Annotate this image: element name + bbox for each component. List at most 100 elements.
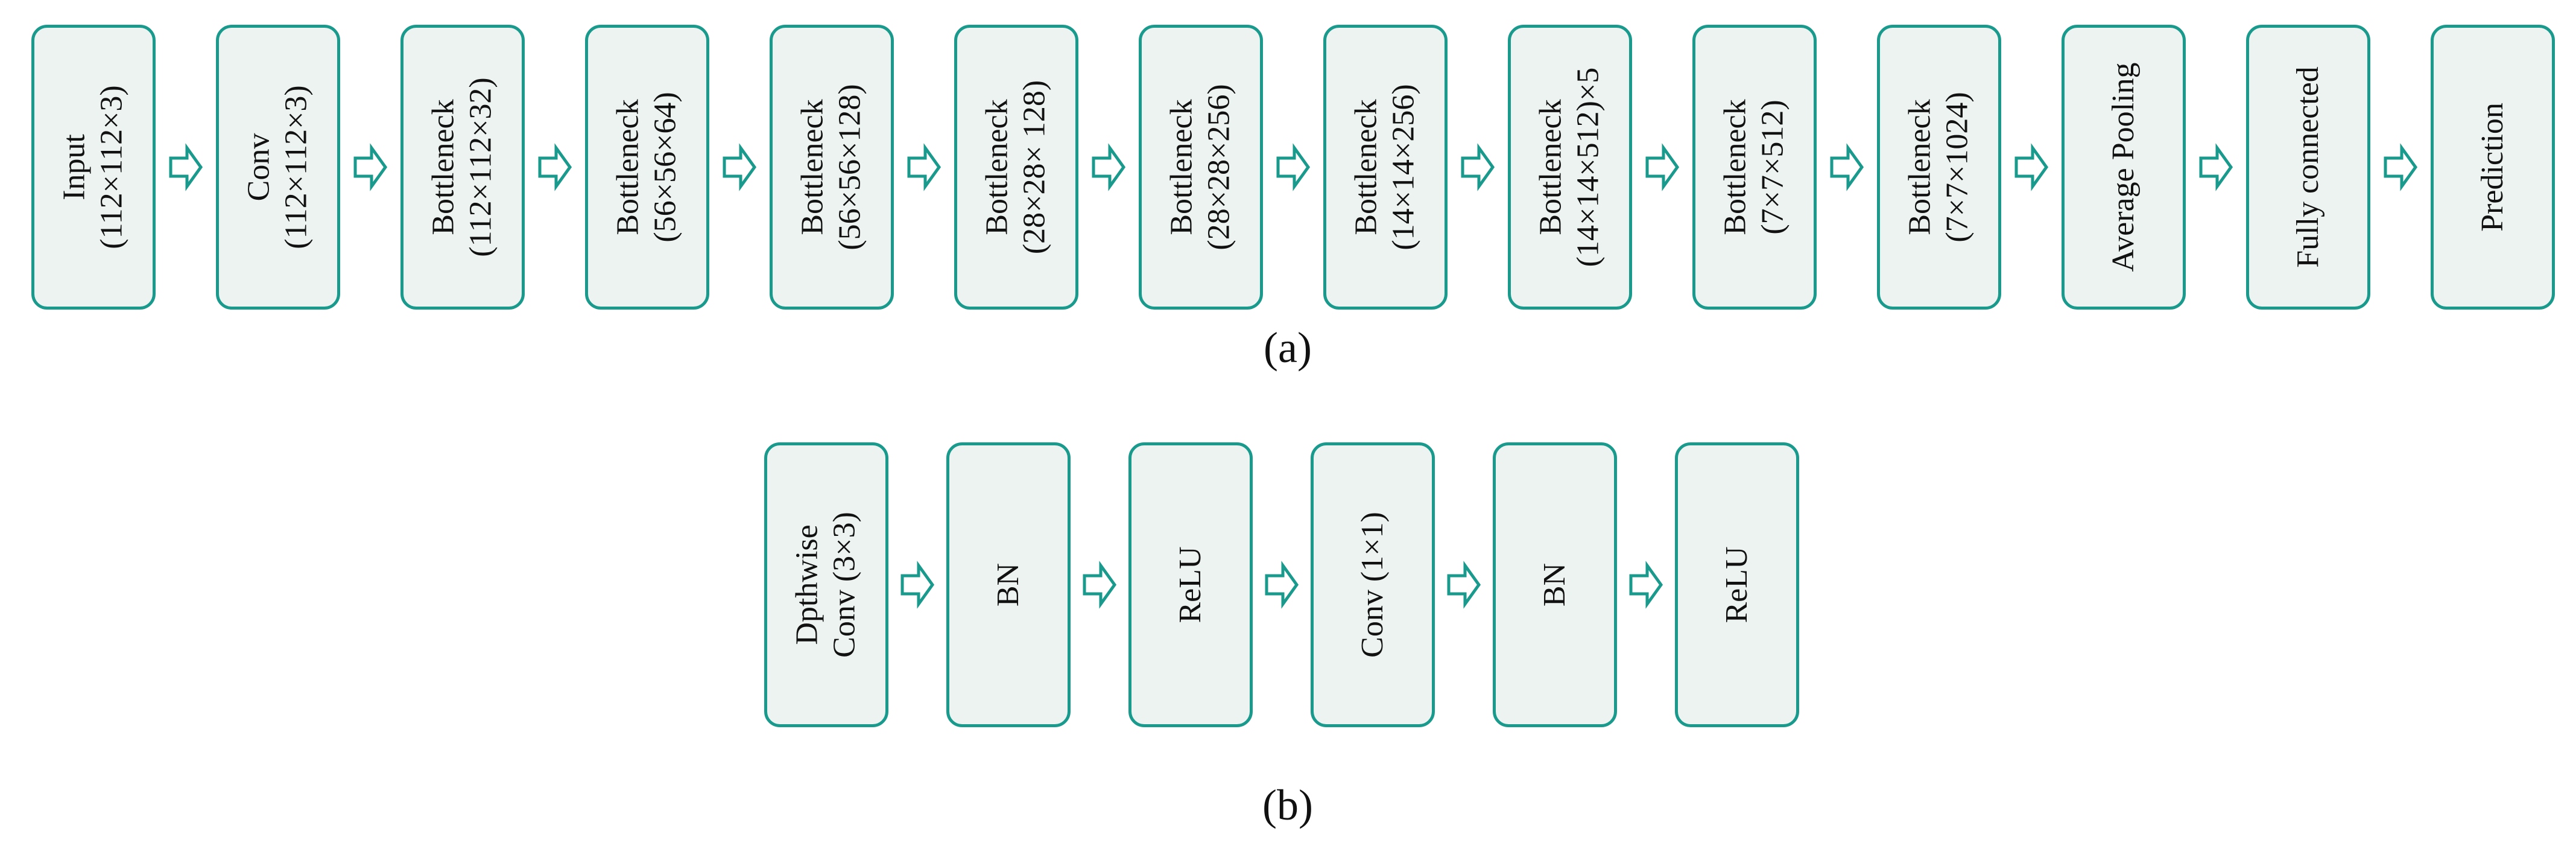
block-label: ReLU [1172, 546, 1209, 623]
panel_b-arrow-2 [1071, 561, 1128, 609]
panel_a-arrow-2 [340, 143, 400, 191]
panel-a-block: Bottleneck(56×56×128) [770, 25, 894, 310]
panel_b-arrow-1 [888, 561, 946, 609]
panel-b-block: Conv (1×1) [1311, 442, 1435, 727]
block-label-line2: (14×14×256) [1387, 84, 1421, 250]
panel-a-block: Bottleneck(14×14×512)×5 [1508, 25, 1632, 310]
panel-b-block: BN [1493, 442, 1617, 727]
block-label-line1: Bottleneck [1164, 99, 1199, 235]
block-label: BN [990, 563, 1027, 607]
block-label-line1: Input [57, 134, 92, 200]
block-label-line1: Bottleneck [610, 99, 645, 235]
block-label: Bottleneck(28×28×256) [1163, 84, 1239, 250]
panel-b-block: ReLU [1128, 442, 1253, 727]
panel_a-arrow-10 [1817, 143, 1877, 191]
block-label-line1: Bottleneck [426, 99, 461, 235]
panel_a-arrow-3 [525, 143, 585, 191]
block-label-line1: Bottleneck [979, 99, 1014, 235]
right-arrow-icon [538, 143, 572, 191]
block-label-line2: (7×7×1024) [1940, 92, 1975, 243]
block-label: Bottleneck(28×28× 128) [979, 80, 1054, 254]
block-label-line1: ReLU [1719, 546, 1754, 623]
block-label-line1: Bottleneck [795, 99, 830, 235]
block-label-line1: Fully connected [2290, 66, 2325, 268]
block-label-line2: Conv (3×3) [828, 512, 862, 658]
panel-a-block: Bottleneck(14×14×256) [1323, 25, 1448, 310]
panel_a-arrow-11 [2001, 143, 2062, 191]
panel-b-block: ReLU [1675, 442, 1799, 727]
block-label-line2: (28×28×256) [1202, 84, 1236, 250]
block-label-line1: ReLU [1172, 546, 1207, 623]
panel-a-block: Bottleneck(56×56×64) [585, 25, 709, 310]
panel-a-block: Bottleneck(112×112×32) [400, 25, 525, 310]
block-label: Fully connected [2290, 66, 2327, 268]
right-arrow-icon [2014, 143, 2049, 191]
block-label-line1: Bottleneck [1718, 99, 1753, 235]
right-arrow-icon [900, 561, 935, 609]
right-arrow-icon [723, 143, 757, 191]
panel-a-block: Prediction [2431, 25, 2555, 310]
block-label: Prediction [2474, 103, 2511, 232]
right-arrow-icon [907, 143, 941, 191]
block-label-line1: BN [990, 562, 1025, 607]
block-label: Bottleneck(56×56×128) [794, 84, 870, 250]
block-label-line1: Dpthwise [790, 524, 824, 645]
right-arrow-icon [2199, 143, 2233, 191]
block-label: Conv(112×112×3) [241, 85, 316, 249]
block-label-line1: Conv (1×1) [1355, 512, 1390, 658]
block-label-line2: (112×112×3) [279, 85, 314, 249]
right-arrow-icon [1083, 561, 1117, 609]
panel_b-arrow-5 [1617, 561, 1675, 609]
right-arrow-icon [1629, 561, 1663, 609]
right-arrow-icon [353, 143, 388, 191]
panel-a-block: Conv(112×112×3) [216, 25, 340, 310]
panel_a-arrow-12 [2186, 143, 2246, 191]
block-label: Input(112×112×3) [56, 85, 131, 249]
panel-a-block: Fully connected [2246, 25, 2370, 310]
block-label-line1: Bottleneck [1533, 99, 1568, 235]
block-label: Bottleneck(14×14×512)×5 [1533, 68, 1608, 267]
panel_a-arrow-7 [1263, 143, 1323, 191]
block-label-line2: (28×28× 128) [1017, 80, 1052, 255]
panel-a-block: Input(112×112×3) [31, 25, 156, 310]
panel-a-caption: (a) [1264, 323, 1312, 372]
panel-a-block: Bottleneck(7×7×512) [1692, 25, 1817, 310]
block-label: Bottleneck(56×56×64) [610, 92, 685, 242]
block-label-line2: (56×56×64) [648, 92, 683, 243]
panel-a-block: Bottleneck(28×28× 128) [954, 25, 1078, 310]
block-label-line1: Bottleneck [1349, 99, 1384, 235]
panel_a-arrow-13 [2370, 143, 2431, 191]
panel-a-pipeline: Input(112×112×3)Conv(112×112×3)Bottlenec… [31, 23, 2555, 311]
block-label: Average Pooling [2105, 62, 2142, 272]
block-label: Bottleneck(7×7×512) [1717, 99, 1793, 235]
right-arrow-icon [169, 143, 203, 191]
panel-a-block: Average Pooling [2062, 25, 2186, 310]
right-arrow-icon [1645, 143, 1680, 191]
panel-a-block: Bottleneck(28×28×256) [1139, 25, 1263, 310]
panel-a-block: Bottleneck(7×7×1024) [1877, 25, 2001, 310]
block-label: Bottleneck(112×112×32) [425, 77, 501, 256]
block-label-line1: Average Pooling [2106, 62, 2141, 272]
right-arrow-icon [1276, 143, 1311, 191]
right-arrow-icon [1461, 143, 1495, 191]
panel_a-arrow-6 [1078, 143, 1139, 191]
block-label-line1: Conv [241, 133, 276, 202]
block-label-line1: Prediction [2475, 103, 2510, 232]
panel_a-arrow-4 [709, 143, 770, 191]
block-label-line2: (112×112×32) [464, 77, 498, 257]
panel_a-arrow-9 [1632, 143, 1692, 191]
right-arrow-icon [1447, 561, 1481, 609]
block-label-line1: Bottleneck [1902, 99, 1937, 235]
panel_b-arrow-3 [1253, 561, 1311, 609]
block-label-line2: (56×56×128) [833, 84, 867, 250]
block-label: Bottleneck(14×14×256) [1348, 84, 1423, 250]
block-label: Conv (1×1) [1354, 512, 1391, 658]
panel_a-arrow-5 [894, 143, 954, 191]
block-label: BN [1536, 563, 1574, 607]
panel-b-block: BN [946, 442, 1071, 727]
right-arrow-icon [2384, 143, 2418, 191]
panel-b-caption: (b) [1262, 781, 1313, 829]
block-label-line2: (14×14×512)×5 [1571, 67, 1606, 267]
